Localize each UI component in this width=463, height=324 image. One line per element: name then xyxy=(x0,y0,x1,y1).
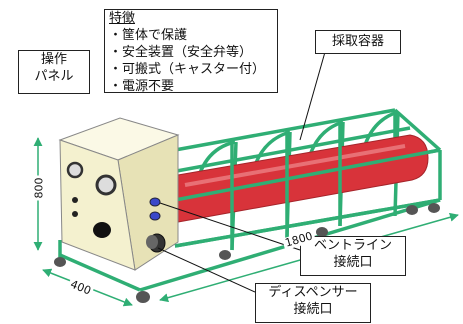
feature-item: ・電源不要 xyxy=(109,79,175,94)
sampling-cylinder xyxy=(177,134,429,223)
panel-label-line1: 操作 xyxy=(40,52,67,67)
panel-label-line2: パネル xyxy=(34,69,74,84)
feature-item: ・安全装置（安全弁等） xyxy=(109,45,253,60)
container-label: 採取容器 xyxy=(331,34,384,49)
vent-label-line1: ベントライン xyxy=(313,238,392,253)
dispenser-label-line1: ディスペンサー xyxy=(268,285,358,300)
container-callout: 採取容器 xyxy=(315,30,401,54)
dim-height: 800 xyxy=(32,175,46,201)
features-callout: 特徴 ・筐体で保護 ・安全装置（安全弁等） ・可搬式（キャスター付） ・電源不要 xyxy=(104,9,278,94)
panel-callout: 操作 パネル xyxy=(18,50,90,94)
vent-label-line2: 接続口 xyxy=(333,255,373,270)
feature-item: ・筐体で保護 xyxy=(109,28,188,43)
operation-panel xyxy=(58,117,180,271)
vent-callout: ベントライン 接続口 xyxy=(300,236,406,276)
features-title: 特徴 xyxy=(109,11,136,26)
dispenser-label-line2: 接続口 xyxy=(293,302,333,317)
feature-item: ・可搬式（キャスター付） xyxy=(109,62,266,77)
dispenser-callout: ディスペンサー 接続口 xyxy=(255,283,371,323)
leader-lines xyxy=(157,51,326,293)
